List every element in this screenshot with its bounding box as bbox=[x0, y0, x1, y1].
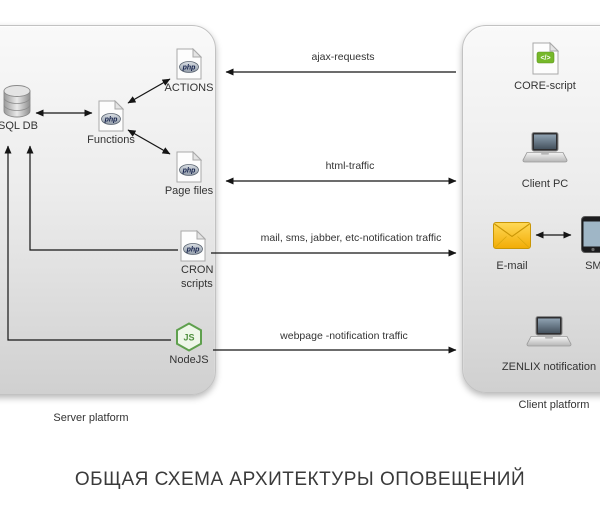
database-icon bbox=[3, 85, 31, 118]
server-platform-label: Server platform bbox=[53, 412, 129, 424]
php-file-icon-cron: php bbox=[180, 230, 206, 262]
html-traffic-label: html-traffic bbox=[325, 160, 375, 172]
cron-scripts-label: CRON scripts bbox=[181, 264, 214, 290]
email-label: E-mail bbox=[496, 260, 528, 272]
client-pc-label: Client PC bbox=[521, 178, 569, 190]
client-platform-label: Client platform bbox=[518, 399, 590, 411]
nodejs-icon: JS bbox=[176, 322, 202, 352]
php-file-icon-functions: php bbox=[98, 100, 124, 132]
client-platform-box bbox=[462, 25, 600, 393]
actions-label: ACTIONS bbox=[164, 82, 214, 94]
page-files-label: Page files bbox=[164, 185, 214, 197]
webpage-notification-label: webpage -notification traffic bbox=[280, 330, 408, 342]
diagram-title: ОБЩАЯ СХЕМА АРХИТЕКТУРЫ ОПОВЕЩЕНИЙ bbox=[74, 469, 526, 490]
js-logo-text: JS bbox=[183, 333, 194, 343]
email-envelope-icon bbox=[493, 222, 531, 249]
core-script-label: CORE-script bbox=[514, 80, 576, 92]
laptop-icon-zenlix bbox=[526, 316, 572, 347]
php-file-icon-pagefiles: php bbox=[176, 151, 202, 183]
ajax-requests-label: ajax-requests bbox=[311, 51, 375, 63]
sql-db-label: SQL DB bbox=[0, 120, 38, 132]
core-script-file-icon: </> bbox=[532, 42, 559, 75]
sms-label: SMS bbox=[585, 260, 600, 272]
zenlix-notification-label: ZENLIX notification bbox=[501, 361, 597, 373]
php-logo-text: php bbox=[182, 65, 197, 72]
nodejs-label: NodeJS bbox=[169, 354, 209, 366]
php-file-icon-actions: php bbox=[176, 48, 202, 80]
code-badge-text: </> bbox=[540, 55, 550, 62]
php-logo-text: php bbox=[182, 168, 197, 175]
functions-label: Functions bbox=[87, 134, 135, 146]
php-logo-text: php bbox=[104, 117, 119, 124]
laptop-icon-client-pc bbox=[522, 132, 568, 163]
smartphone-icon bbox=[581, 216, 600, 253]
php-logo-text: php bbox=[186, 247, 201, 254]
mail-notification-label: mail, sms, jabber, etc-notification traf… bbox=[260, 232, 442, 244]
